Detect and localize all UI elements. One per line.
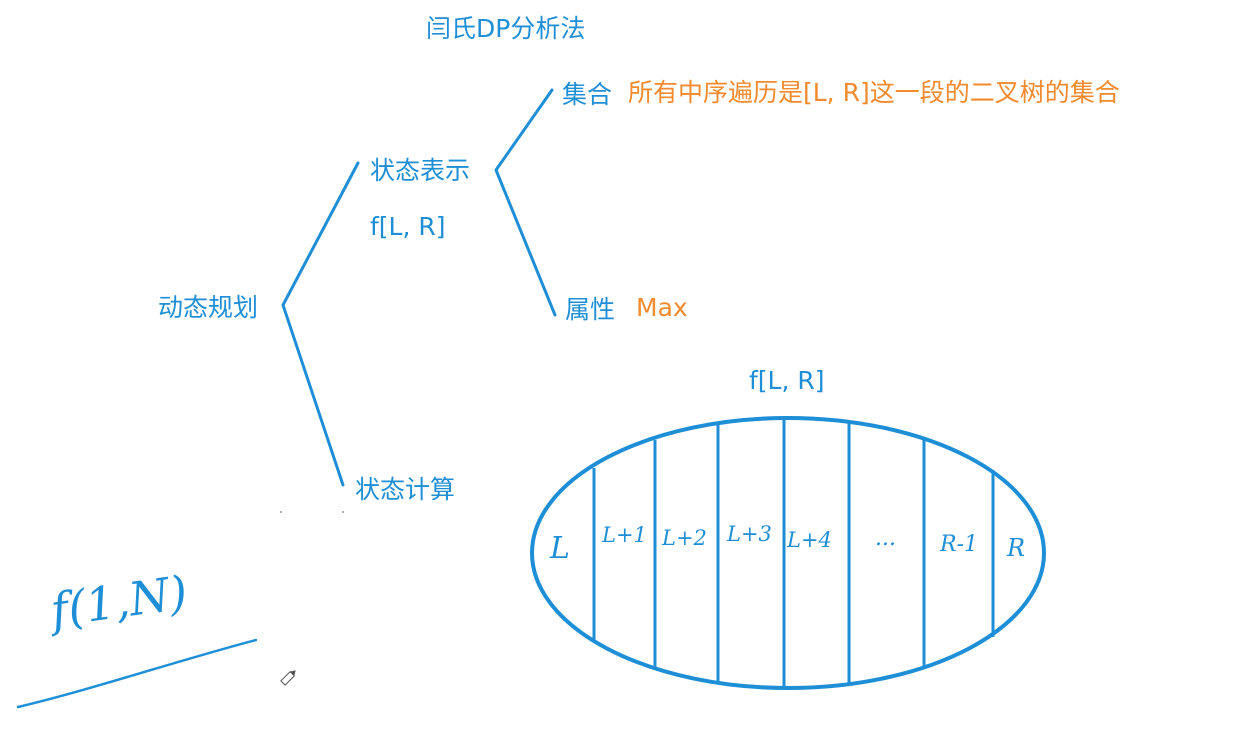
node-state-representation: 状态表示 [370, 156, 471, 185]
page-title: 闫氏DP分析法 [426, 14, 586, 43]
node-state-calculation: 状态计算 [355, 475, 456, 504]
node-attribute: 属性 [565, 295, 616, 324]
root-bracket [281, 161, 360, 487]
cell-r: R [1007, 534, 1026, 562]
cell-l-plus-3: L+3 [727, 522, 772, 546]
pencil-cursor-icon [280, 670, 296, 686]
cell-ellipsis: ... [875, 526, 896, 551]
state-repr-bracket [494, 88, 557, 317]
ellipse-label: f[L, R] [749, 366, 825, 395]
cell-l-plus-4: L+4 [787, 528, 832, 552]
handwritten-underline [16, 638, 258, 709]
node-dynamic-programming: 动态规划 [158, 293, 259, 322]
cell-l: L [550, 531, 570, 566]
cell-r-minus-1: R-1 [940, 532, 978, 557]
cell-l-plus-1: L+1 [602, 523, 647, 547]
attribute-value: Max [636, 293, 688, 322]
partition-ellipse [530, 416, 1046, 690]
node-state-representation-formula: f[L, R] [370, 212, 446, 241]
cell-l-plus-2: L+2 [662, 526, 707, 550]
node-set: 集合 [562, 80, 613, 109]
set-description: 所有中序遍历是[L, R]这一段的二叉树的集合 [628, 78, 1120, 107]
